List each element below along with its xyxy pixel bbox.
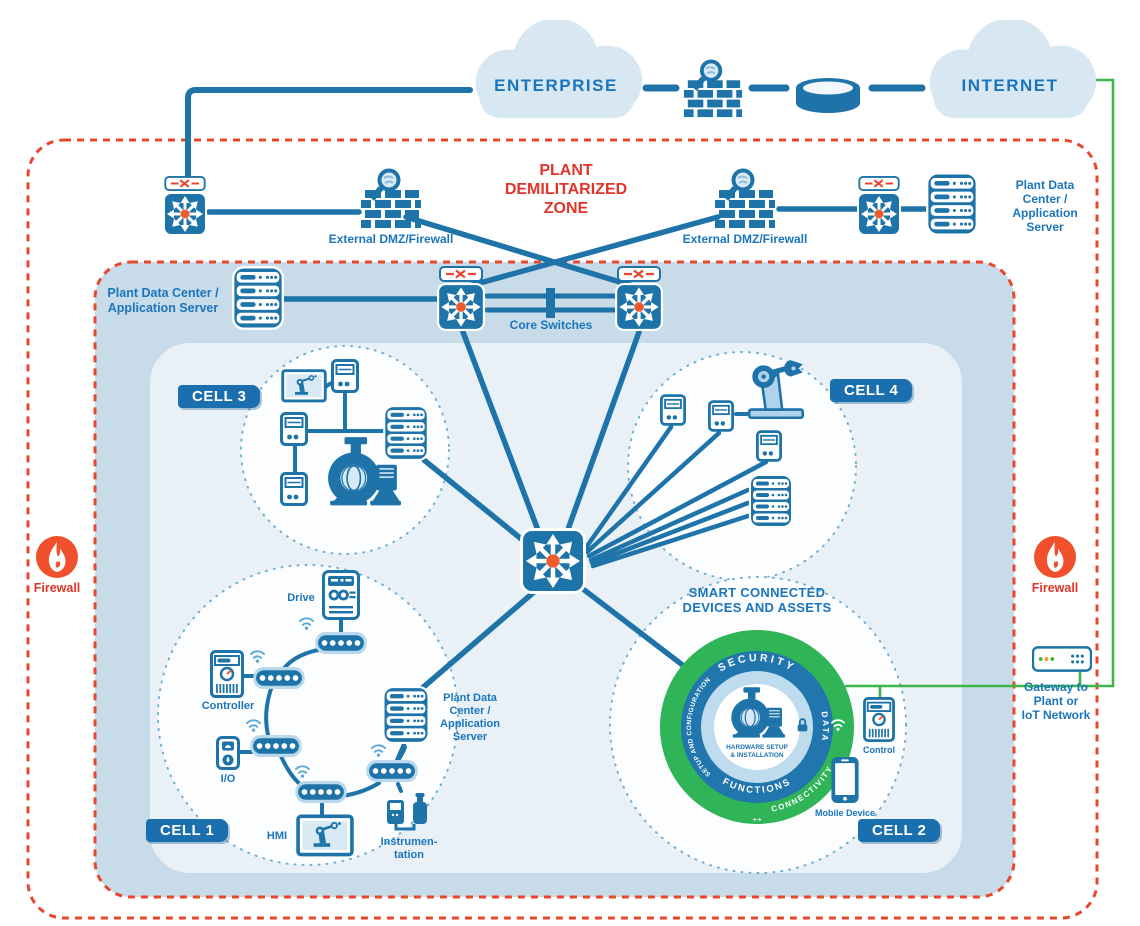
hardware-setup-label: HARDWARE SETUP & INSTALLATION xyxy=(726,744,788,760)
enterprise-firewall-icon xyxy=(684,61,742,117)
external-dmz-firewall-right-label: External DMZ/Firewall xyxy=(682,232,808,246)
core-switch-link-tick xyxy=(546,288,555,318)
firewall-right-label: Firewall xyxy=(1031,581,1079,595)
cell3-hmi-monitor-icon xyxy=(281,369,327,403)
cell1-controller-icon xyxy=(210,650,244,698)
connectivity-arrows-icon: ↔ xyxy=(750,809,764,825)
wireless-ap-icon xyxy=(250,735,302,757)
core-switches-label: Core Switches xyxy=(509,318,593,332)
wireless-ap-icon xyxy=(295,781,347,803)
cell1-server-label: Plant Data Center / Application Server xyxy=(440,692,500,743)
instrumentation-label: Instrumen- tation xyxy=(380,836,438,861)
cell3-device-icon xyxy=(280,472,308,506)
cell1-drive-icon xyxy=(322,570,360,620)
gateway-icon xyxy=(1032,646,1092,672)
cell2-badge: CELL 2 xyxy=(858,819,941,842)
controller-label: Controller xyxy=(201,700,255,712)
firewall-right-icon xyxy=(1034,536,1076,578)
cell1-server-icon xyxy=(382,686,430,744)
enterprise-label: ENTERPRISE xyxy=(494,76,618,95)
core-switch-left-icon xyxy=(437,266,485,331)
cell3-device-icon xyxy=(280,412,308,446)
cell1-hmi-icon xyxy=(296,814,354,857)
wireless-ap-icon xyxy=(366,760,418,782)
dmz-switch-right-icon xyxy=(857,176,901,236)
dmz-zone-title: PLANT DEMILITARIZED ZONE xyxy=(504,162,628,217)
dmz-server-label: Plant Data Center / Application Server xyxy=(1012,178,1078,235)
cell3-device-icon xyxy=(331,359,359,393)
firewall-left-icon xyxy=(36,536,78,578)
firewall-left-label: Firewall xyxy=(33,581,81,595)
gateway-label: Gateway to Plant or IoT Network xyxy=(1021,680,1091,723)
network-connections xyxy=(185,84,931,820)
io-label: I/O xyxy=(220,773,236,785)
drive-label: Drive xyxy=(287,592,315,604)
enterprise-cloud xyxy=(475,20,643,119)
cell4-badge: CELL 4 xyxy=(830,379,913,402)
core-switch-right-icon xyxy=(615,266,663,331)
cell4-server-icon xyxy=(748,474,794,528)
mobile-device-label: Mobile Device xyxy=(814,808,876,818)
cell3-badge: CELL 3 xyxy=(178,385,261,408)
cell1-circle xyxy=(157,564,459,866)
internet-router-icon xyxy=(796,78,860,113)
internet-label: INTERNET xyxy=(961,76,1059,95)
plant-data-center-server-icon xyxy=(232,266,284,330)
cell1-badge: CELL 1 xyxy=(146,819,229,842)
control-label: Control xyxy=(863,745,895,755)
wireless-ap-icon xyxy=(253,667,305,689)
cell4-device-icon xyxy=(660,394,686,426)
external-dmz-firewall-left-label: External DMZ/Firewall xyxy=(328,232,454,246)
cell4-device-icon xyxy=(708,400,734,432)
internet-cloud xyxy=(929,20,1097,119)
wireless-ap-icon xyxy=(315,632,367,654)
cell2-control-icon xyxy=(863,697,895,742)
cell1-io-icon xyxy=(216,736,240,770)
cell4-device-icon xyxy=(756,430,782,462)
plant-data-center-label: Plant Data Center / Application Server xyxy=(107,286,219,315)
ring-label-data: DATA xyxy=(819,711,831,744)
mobile-device-icon xyxy=(831,757,859,803)
dmz-switch-left-icon xyxy=(163,176,207,236)
hmi-label: HMI xyxy=(266,830,288,842)
central-switch-icon xyxy=(515,523,591,599)
dmz-server-icon xyxy=(926,172,978,236)
cell3-server-icon xyxy=(383,405,429,461)
cell2-title: SMART CONNECTED DEVICES AND ASSETS xyxy=(682,585,832,616)
